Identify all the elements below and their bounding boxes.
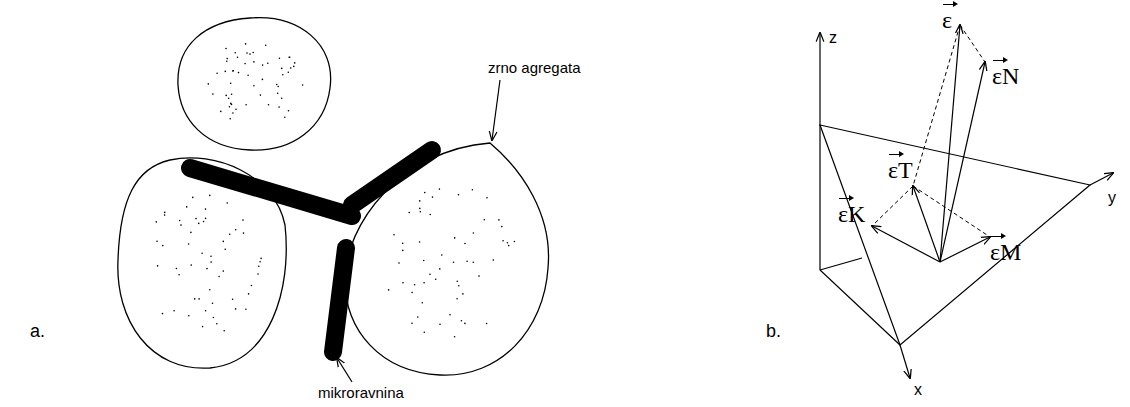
vector-label: εK	[838, 196, 865, 226]
coordinate-system	[820, 33, 1113, 378]
axis-label: x	[914, 382, 922, 398]
projection-lines	[872, 25, 990, 237]
vector-label: ε	[942, 2, 952, 32]
vector-label: εN	[992, 58, 1019, 88]
strain-vectors	[872, 25, 990, 262]
axis-label: y	[1108, 190, 1116, 206]
axis-label: z	[829, 30, 837, 46]
vector-label: εM	[990, 234, 1021, 264]
aggregate-grains	[118, 18, 549, 375]
microplanes	[190, 150, 432, 352]
panel-label: a.	[30, 322, 45, 340]
part-label: zrno agregata	[488, 60, 581, 75]
vector-label: εT	[888, 152, 913, 182]
part-label: mikroravnina	[318, 385, 404, 400]
leader-lines	[337, 80, 500, 382]
panel-label: b.	[766, 322, 781, 340]
